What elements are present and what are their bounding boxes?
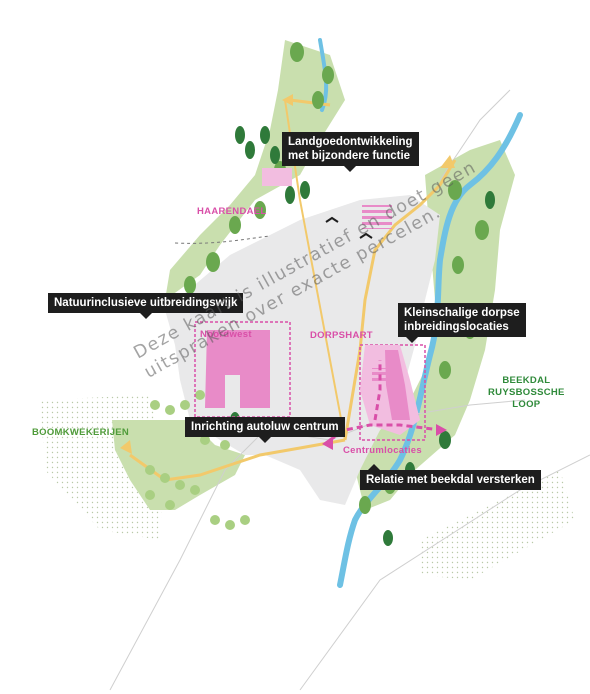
striped-block (372, 368, 392, 382)
route-arrow-head (322, 436, 333, 450)
landscape-texture (420, 470, 575, 580)
birds (325, 216, 373, 239)
haarendael-label: HAARENDAEL (197, 206, 267, 217)
road-arrow (289, 98, 331, 107)
main-road (343, 159, 457, 441)
road-outline (299, 454, 590, 691)
dorpshart-label: DORPSHART (310, 330, 373, 341)
callout-kleinschalig: Kleinschalige dorpse inbreidingslocaties (398, 303, 526, 343)
boomkwekerijen-label: BOOMKWEKERIJEN (32, 427, 130, 438)
road-arrow-head (120, 440, 132, 454)
route-arrow-head (436, 424, 447, 436)
callout-beekdal: Relatie met beekdal versterken (360, 464, 541, 490)
road-arrow-head (282, 94, 293, 106)
green-zone-north (165, 40, 345, 300)
centrum-route (373, 360, 382, 421)
centrumlocaties-label: Centrumlocaties (343, 445, 422, 456)
callout-autoluw: Inrichting autoluw centrum (185, 417, 345, 443)
boundary-line (174, 235, 271, 244)
noordwest-expansion (205, 330, 270, 408)
callout-natuurinclusief: Natuurinclusieve uitbreidingswijk (48, 293, 244, 319)
stream (337, 112, 523, 588)
beekdal-label: BEEKDAL RUYSBOSSCHE LOOP (488, 375, 565, 410)
green-zone-west (112, 420, 245, 510)
road-arrow-head (440, 155, 455, 168)
church-block (385, 350, 410, 420)
callout-landgoed: Landgoedontwikkeling met bijzondere func… (282, 132, 419, 172)
noordwest-label: Noordwest (200, 329, 252, 340)
striped-block (362, 205, 392, 229)
estate-site (262, 168, 292, 186)
